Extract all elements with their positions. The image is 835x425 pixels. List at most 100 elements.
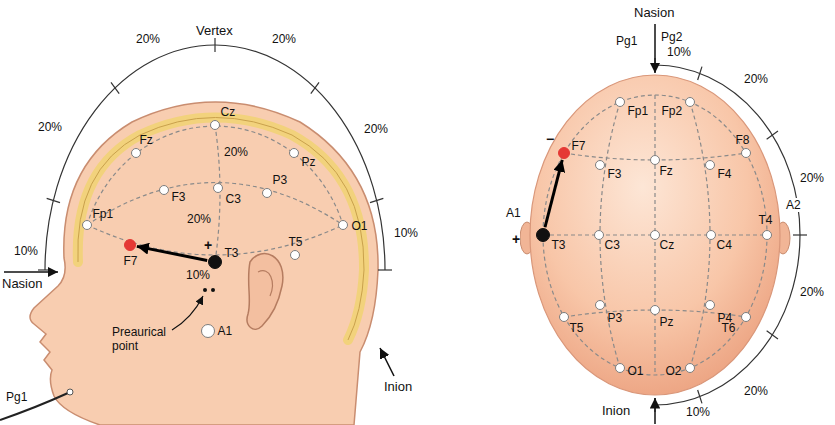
electrode: Pz (650, 305, 660, 315)
dimension-tick (378, 269, 392, 270)
dimension-tick (767, 131, 778, 139)
electrode-label: F8 (736, 133, 750, 147)
electrode: F3 (595, 160, 605, 170)
electrode-label: F3 (608, 167, 622, 181)
electrode: O1 (338, 220, 348, 230)
polarity-arrow (137, 246, 207, 260)
ear (247, 254, 283, 330)
electrode-label: F7 (124, 254, 138, 268)
electrode: Fz (131, 148, 141, 158)
skull-band-edge (78, 118, 364, 341)
landmark-label: Inion (602, 404, 630, 418)
electrode-label: Fp1 (628, 104, 649, 118)
percent-label: 20% (744, 72, 768, 86)
dimension-tick (767, 331, 778, 339)
percent-label: 20% (272, 32, 296, 46)
percent-label: 20% (187, 212, 211, 226)
electrode-label: T5 (570, 321, 584, 335)
nasion-arrow (654, 24, 656, 73)
electrode-label: T6 (722, 321, 736, 335)
electrode: Fz (650, 155, 660, 165)
top-electrode-lines (543, 95, 767, 375)
electrode-label: Cz (660, 238, 675, 252)
electrode-label: P3 (273, 173, 288, 187)
landmark-label: Nasion (634, 6, 674, 20)
percent-label: 20% (224, 145, 248, 159)
electrode-label: Cz (221, 105, 236, 119)
electrode-label: T3 (552, 238, 566, 252)
electrode-label: O1 (628, 364, 644, 378)
electrode: C4 (706, 230, 716, 240)
electrode: Cz (650, 230, 660, 240)
electrode: Fp1 (82, 220, 92, 230)
electrode: O1 (615, 363, 625, 373)
percent-label: 20% (800, 285, 824, 299)
electrode: T3 (208, 255, 222, 269)
electrode-label: F7 (572, 139, 586, 153)
electrode-label: T5 (289, 235, 303, 249)
electrode: Cz (210, 120, 220, 130)
electrode: C3 (213, 183, 223, 193)
dimension-tick (47, 198, 60, 202)
dimension-tick (698, 67, 702, 80)
preauricular-dot (211, 288, 215, 292)
electrode: F8 (741, 148, 751, 158)
electrode: F7 (558, 147, 570, 159)
dimension-tick (214, 38, 215, 52)
electrode-label: O1 (352, 219, 368, 233)
pg-electrode (67, 389, 73, 395)
electrode: O2 (685, 363, 695, 373)
electrode-label: C3 (605, 238, 620, 252)
electrode-label: T3 (225, 246, 239, 260)
percent-label: 10% (394, 226, 418, 240)
electrode-label: O2 (666, 364, 682, 378)
electrode-label: Pg1 (6, 390, 27, 404)
inion-arrow (380, 348, 394, 376)
percent-label: 10% (686, 405, 710, 419)
electrode: Fp1 (615, 97, 625, 107)
electrode-label: Fp1 (93, 207, 114, 221)
electrode-label: Pg2 (661, 30, 682, 44)
percent-label: 20% (364, 122, 388, 136)
landmark-label: Preaurical point (112, 325, 176, 353)
electrode-label: T4 (759, 213, 773, 227)
dimension-tick (38, 269, 52, 270)
electrode-label: Fp2 (662, 104, 683, 118)
dimension-tick (793, 234, 807, 235)
electrode-label: C4 (717, 238, 732, 252)
electrode-label: Pg1 (616, 34, 637, 48)
percent-label: 20% (744, 384, 768, 398)
electrode: T5 (290, 250, 300, 260)
side-electrode-lines (87, 125, 343, 262)
electrode: C3 (594, 230, 604, 240)
landmark-label: Nasion (2, 277, 42, 291)
top-dimension-arc (655, 65, 800, 405)
nasion-arrow (4, 271, 58, 273)
polarity-sign: − (546, 132, 554, 146)
electrode: T5 (559, 312, 569, 322)
electrode-label: A1 (218, 324, 233, 338)
electrode: P3 (595, 300, 605, 310)
electrode: T6 (741, 312, 751, 322)
head-top (530, 75, 780, 395)
electrode: Fp2 (685, 97, 695, 107)
electrode: P4 (705, 300, 715, 310)
electrode: Pz (289, 148, 299, 158)
electrode: F7 (124, 239, 136, 251)
electrode-label: F4 (718, 167, 732, 181)
polarity-sign: + (204, 238, 212, 252)
percent-label: 20% (800, 171, 824, 185)
electrode-label: A1 (506, 206, 521, 220)
dimension-ticks (38, 38, 392, 270)
skull-band (78, 118, 364, 341)
preauricular-dot (203, 288, 207, 292)
electrode-label: Fz (660, 164, 673, 178)
preauricular-leader (172, 296, 203, 330)
electrode-label: C3 (226, 192, 241, 206)
electrode-label: Fz (140, 133, 153, 147)
electrode: F3 (159, 185, 169, 195)
electrode-label: Pz (302, 155, 316, 169)
electrode-label: P3 (608, 311, 623, 325)
